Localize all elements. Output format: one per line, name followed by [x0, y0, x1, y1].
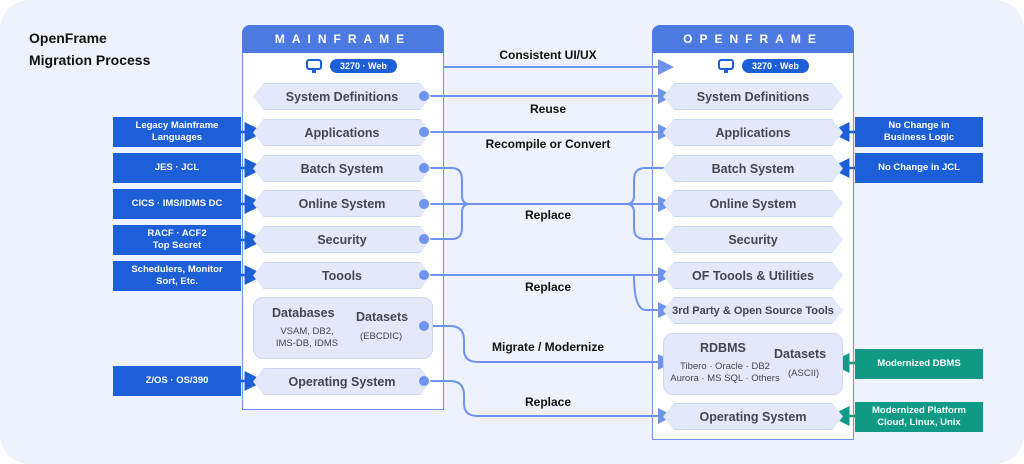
mainframe-ui-row: 3270 · Web: [306, 59, 397, 73]
datasets-label: Datasets: [356, 310, 409, 324]
monitor-icon: [718, 59, 734, 73]
databases-sub: VSAM, DB2,IMS-DB, IDMS: [275, 326, 339, 349]
datasets-sub: (EBCDIC): [360, 331, 403, 342]
transition-consistent-ui: Consistent UI/UX: [499, 48, 597, 62]
mf-data-box: Databases VSAM, DB2,IMS-DB, IDMS Dataset…: [253, 297, 433, 359]
mf-node-security: Security: [253, 226, 431, 253]
title-line-2: Migration Process: [29, 52, 151, 68]
transition-replace-1: Replace: [524, 208, 572, 222]
rdbms-label: RDBMS: [700, 341, 746, 355]
right-tag-modernized-dbms: Modernized DBMS: [855, 349, 983, 379]
of-node-operating-system: Operating System: [663, 403, 843, 430]
ui-badge: 3270 · Web: [330, 59, 397, 73]
databases-label: Databases: [272, 306, 335, 320]
transition-recompile: Recompile or Convert: [485, 137, 611, 151]
of-node-applications: Applications: [663, 119, 843, 146]
datasets-label: Datasets: [774, 347, 827, 361]
of-node-batch-system: Batch System: [663, 155, 843, 182]
transition-replace-3: Replace: [524, 395, 572, 409]
of-node-of-tools: OF Toools & Utilities: [663, 262, 843, 289]
of-node-3rd-party-tools: 3rd Party & Open Source Tools: [663, 297, 843, 324]
mf-node-tools: Toools: [253, 262, 431, 289]
mainframe-header: MAINFRAME: [242, 25, 444, 53]
left-tag-jes-jcl: JES · JCL: [113, 153, 241, 183]
diagram-title: OpenFrame Migration Process: [29, 27, 150, 71]
monitor-icon: [306, 59, 322, 73]
right-tag-jcl: No Change in JCL: [855, 153, 983, 183]
transition-replace-2: Replace: [524, 280, 572, 294]
mf-node-operating-system: Operating System: [253, 368, 431, 395]
openframe-header: OPENFRAME: [652, 25, 854, 53]
ui-badge: 3270 · Web: [742, 59, 809, 73]
mf-node-system-definitions: System Definitions: [253, 83, 431, 110]
left-tag-zos: Z/OS · OS/390: [113, 366, 241, 396]
datasets-sub: (ASCII): [788, 368, 820, 379]
mf-node-applications: Applications: [253, 119, 431, 146]
openframe-ui-row: 3270 · Web: [718, 59, 809, 73]
mf-node-batch-system: Batch System: [253, 155, 431, 182]
mf-node-online-system: Online System: [253, 190, 431, 217]
of-node-online-system: Online System: [663, 190, 843, 217]
left-tag-cics: CICS · IMS/IDMS DC: [113, 189, 241, 219]
of-node-security: Security: [663, 226, 843, 253]
title-line-1: OpenFrame: [29, 30, 107, 46]
of-node-system-definitions: System Definitions: [663, 83, 843, 110]
transition-reuse: Reuse: [529, 102, 567, 116]
transition-migrate: Migrate / Modernize: [491, 340, 604, 354]
